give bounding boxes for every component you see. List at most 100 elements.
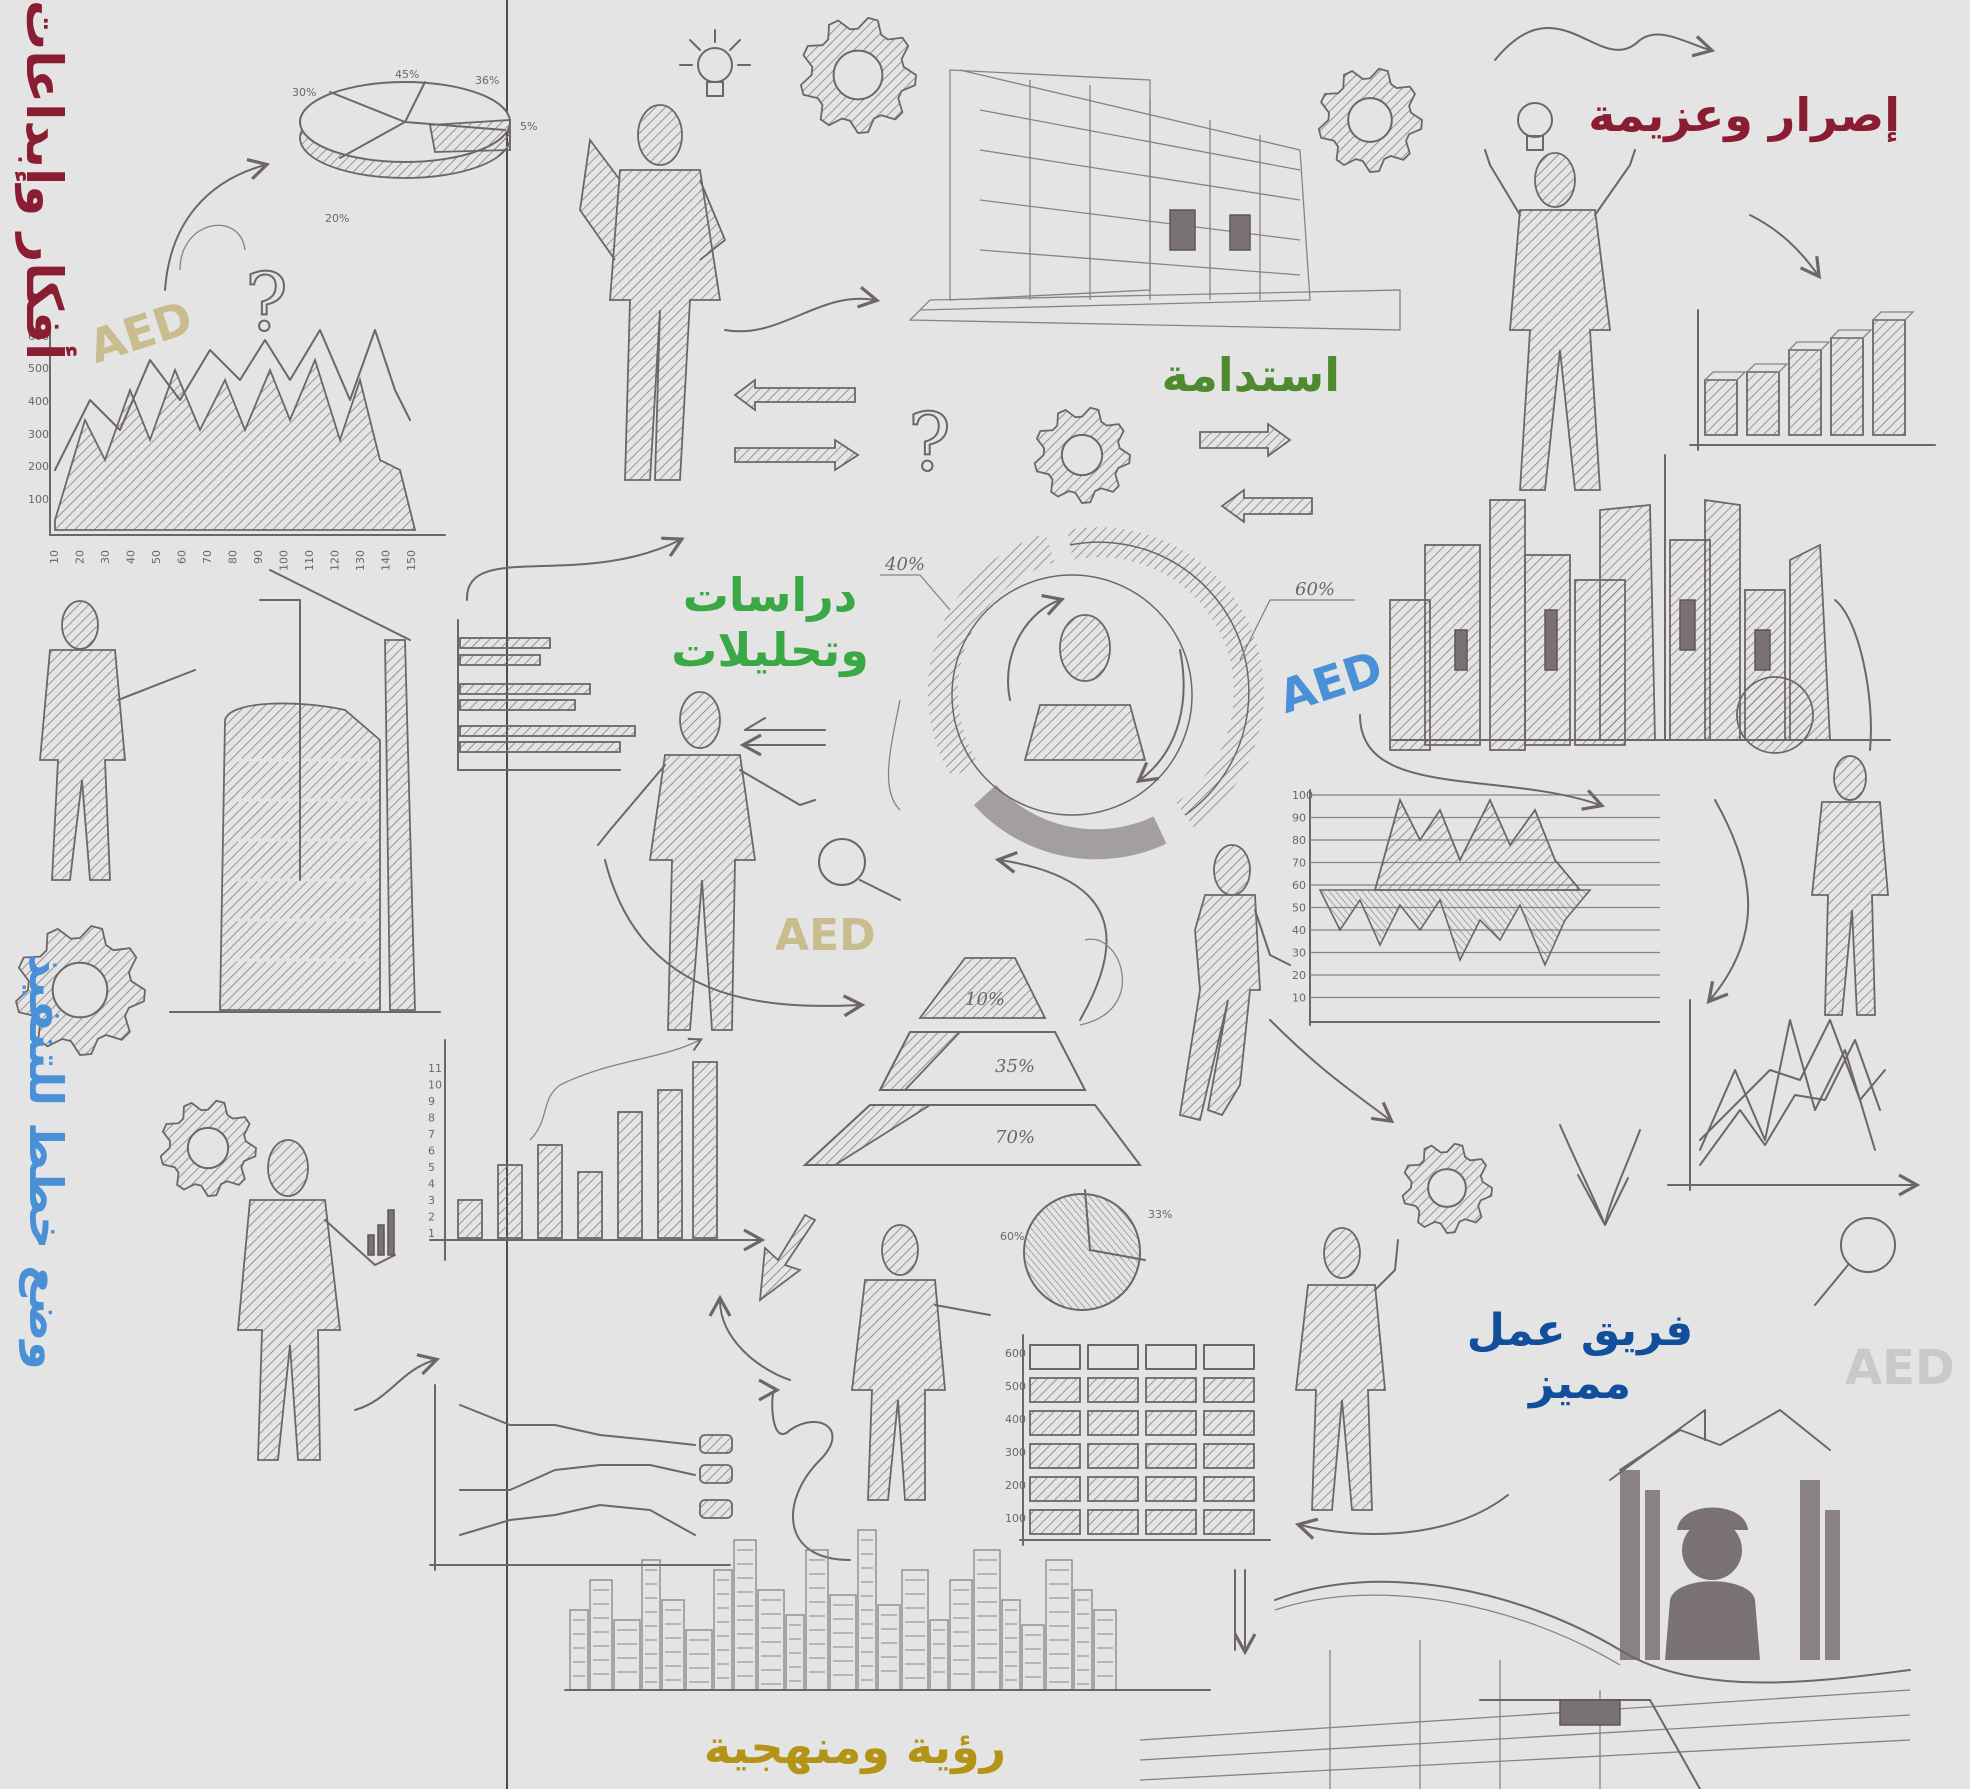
- question-mark-icon: ?: [908, 396, 951, 489]
- axis-label: 9: [428, 1095, 435, 1108]
- lightbulb-icon: [679, 29, 751, 97]
- axis-label: 100: [28, 493, 49, 506]
- axis-label: 10: [1292, 992, 1306, 1005]
- axis-label: 5: [428, 1161, 435, 1174]
- donut-label: 40%: [884, 554, 925, 575]
- axis-label: 70: [201, 550, 214, 564]
- double-arrow-icon: [733, 378, 860, 472]
- businessman-cheering-icon: [1484, 102, 1636, 491]
- multi-line-chart-icon: [1667, 999, 1921, 1197]
- axis-label: 90: [252, 550, 265, 564]
- pie-label: 30%: [292, 86, 316, 99]
- double-arrow-icon: [1199, 422, 1313, 524]
- gear-icon: [14, 924, 146, 1056]
- businessman-presenting-icon: [39, 600, 196, 881]
- axis-label: 60: [176, 550, 189, 564]
- axis-label: 200: [28, 460, 49, 473]
- label-studies-line1: دراسات: [682, 568, 858, 622]
- label-ideas-text: أفكار وإبداعات: [15, 0, 73, 360]
- gear-icon: [1033, 406, 1131, 504]
- axis-label: 130: [354, 550, 367, 571]
- axis-label: 20: [1292, 969, 1306, 982]
- axis-label: 300: [28, 428, 49, 441]
- axis-label: 6: [428, 1145, 435, 1158]
- axis-label: 60: [1292, 879, 1306, 892]
- magnifier-icon: [1814, 1217, 1896, 1306]
- axis-label: 150: [405, 550, 418, 571]
- axis-label: 30: [99, 550, 112, 564]
- label-determination-text: إصرار وعزيمة: [1588, 88, 1900, 142]
- axis-label: 10: [48, 550, 61, 564]
- pie-label: 45%: [395, 68, 419, 81]
- axis-label: 8: [428, 1112, 435, 1125]
- label-sustainability: استدامة: [1140, 348, 1341, 403]
- businessman-figure-icon: [579, 104, 727, 481]
- axis-label: 30: [1292, 947, 1306, 960]
- axis-label: 200: [1005, 1479, 1026, 1492]
- axis-label: 20: [74, 550, 87, 564]
- axis-label: 10: [428, 1079, 442, 1092]
- axis-label: 80: [227, 550, 240, 564]
- axis-label: 600: [1005, 1347, 1026, 1360]
- label-vision-text: رؤية ومنهجية: [703, 1720, 1007, 1774]
- businessman-right-icon: [1810, 755, 1889, 1016]
- engineer-construction-icon: [1609, 1409, 1840, 1660]
- aed-watermark: AED: [1845, 1340, 1955, 1396]
- gear-icon: [799, 16, 917, 134]
- pie-label: 33%: [1148, 1208, 1172, 1221]
- axis-label: 600: [28, 330, 49, 343]
- axis-label: 4: [428, 1178, 435, 1191]
- gear-icon: [159, 1099, 257, 1197]
- axis-label: 100: [1292, 789, 1313, 802]
- label-studies: دراسات وتحليلات: [660, 568, 880, 678]
- pie-label: 60%: [1000, 1230, 1024, 1243]
- label-plans-text: وضع خطط للتنفيذ: [19, 954, 74, 1370]
- city-skyline-bottom-icon: [564, 1529, 1211, 1691]
- axis-label: 110: [303, 550, 316, 571]
- axis-label: 500: [28, 362, 49, 375]
- axis-label: 120: [329, 550, 342, 571]
- pyramid-label: 10%: [965, 989, 1005, 1010]
- axis-label: 70: [1292, 857, 1306, 870]
- businessman-with-chart-icon: [237, 1139, 396, 1461]
- axis-label: 50: [150, 550, 163, 564]
- gear-icon: [1317, 67, 1423, 173]
- businessman-pointing-icon: [850, 1224, 991, 1501]
- axis-label: 400: [28, 395, 49, 408]
- label-ideas: أفكار وإبداعات: [14, 0, 74, 360]
- stadium-sketch-icon: [1139, 1580, 1911, 1789]
- label-team: فريق عمل مميز: [1460, 1305, 1700, 1411]
- pyramid-label: 35%: [995, 1056, 1035, 1077]
- city-skyline-icon: [1389, 454, 1891, 754]
- pyramid-label: 70%: [995, 1127, 1035, 1148]
- line-chart-icon: [429, 1384, 733, 1571]
- label-team-line1: فريق عمل: [1466, 1305, 1694, 1356]
- businessman-standing-icon: [1294, 1227, 1399, 1511]
- gear-icon: [1401, 1142, 1493, 1234]
- crane-building-icon: [169, 569, 441, 1013]
- donut-chart-icon: 40% 60%: [880, 527, 1355, 860]
- cursor-icon: [758, 1213, 817, 1302]
- pyramid-chart-icon: 10% 35% 70%: [802, 957, 1142, 1166]
- axis-label: 500: [1005, 1380, 1026, 1393]
- donut-label: 60%: [1295, 579, 1335, 600]
- axis-label: 100: [1005, 1512, 1026, 1525]
- axis-label: 40: [1292, 924, 1306, 937]
- axis-label: 90: [1292, 812, 1306, 825]
- label-vision: رؤية ومنهجية: [690, 1720, 1020, 1775]
- businessman-explaining-icon: [597, 691, 816, 1031]
- axis-label: 400: [1005, 1413, 1026, 1426]
- question-mark-icon: ?: [245, 256, 288, 349]
- aed-watermark: AED: [775, 910, 876, 961]
- axis-label: 1: [428, 1227, 435, 1240]
- label-plans: وضع خطط للتنفيذ: [18, 954, 73, 1370]
- axis-label: 80: [1292, 834, 1306, 847]
- pie-label: 36%: [475, 74, 499, 87]
- label-determination: إصرار وعزيمة: [1588, 88, 1900, 143]
- label-studies-line2: وتحليلات: [671, 623, 869, 678]
- pie-chart-bottom-icon: 60% 33%: [1000, 1189, 1172, 1311]
